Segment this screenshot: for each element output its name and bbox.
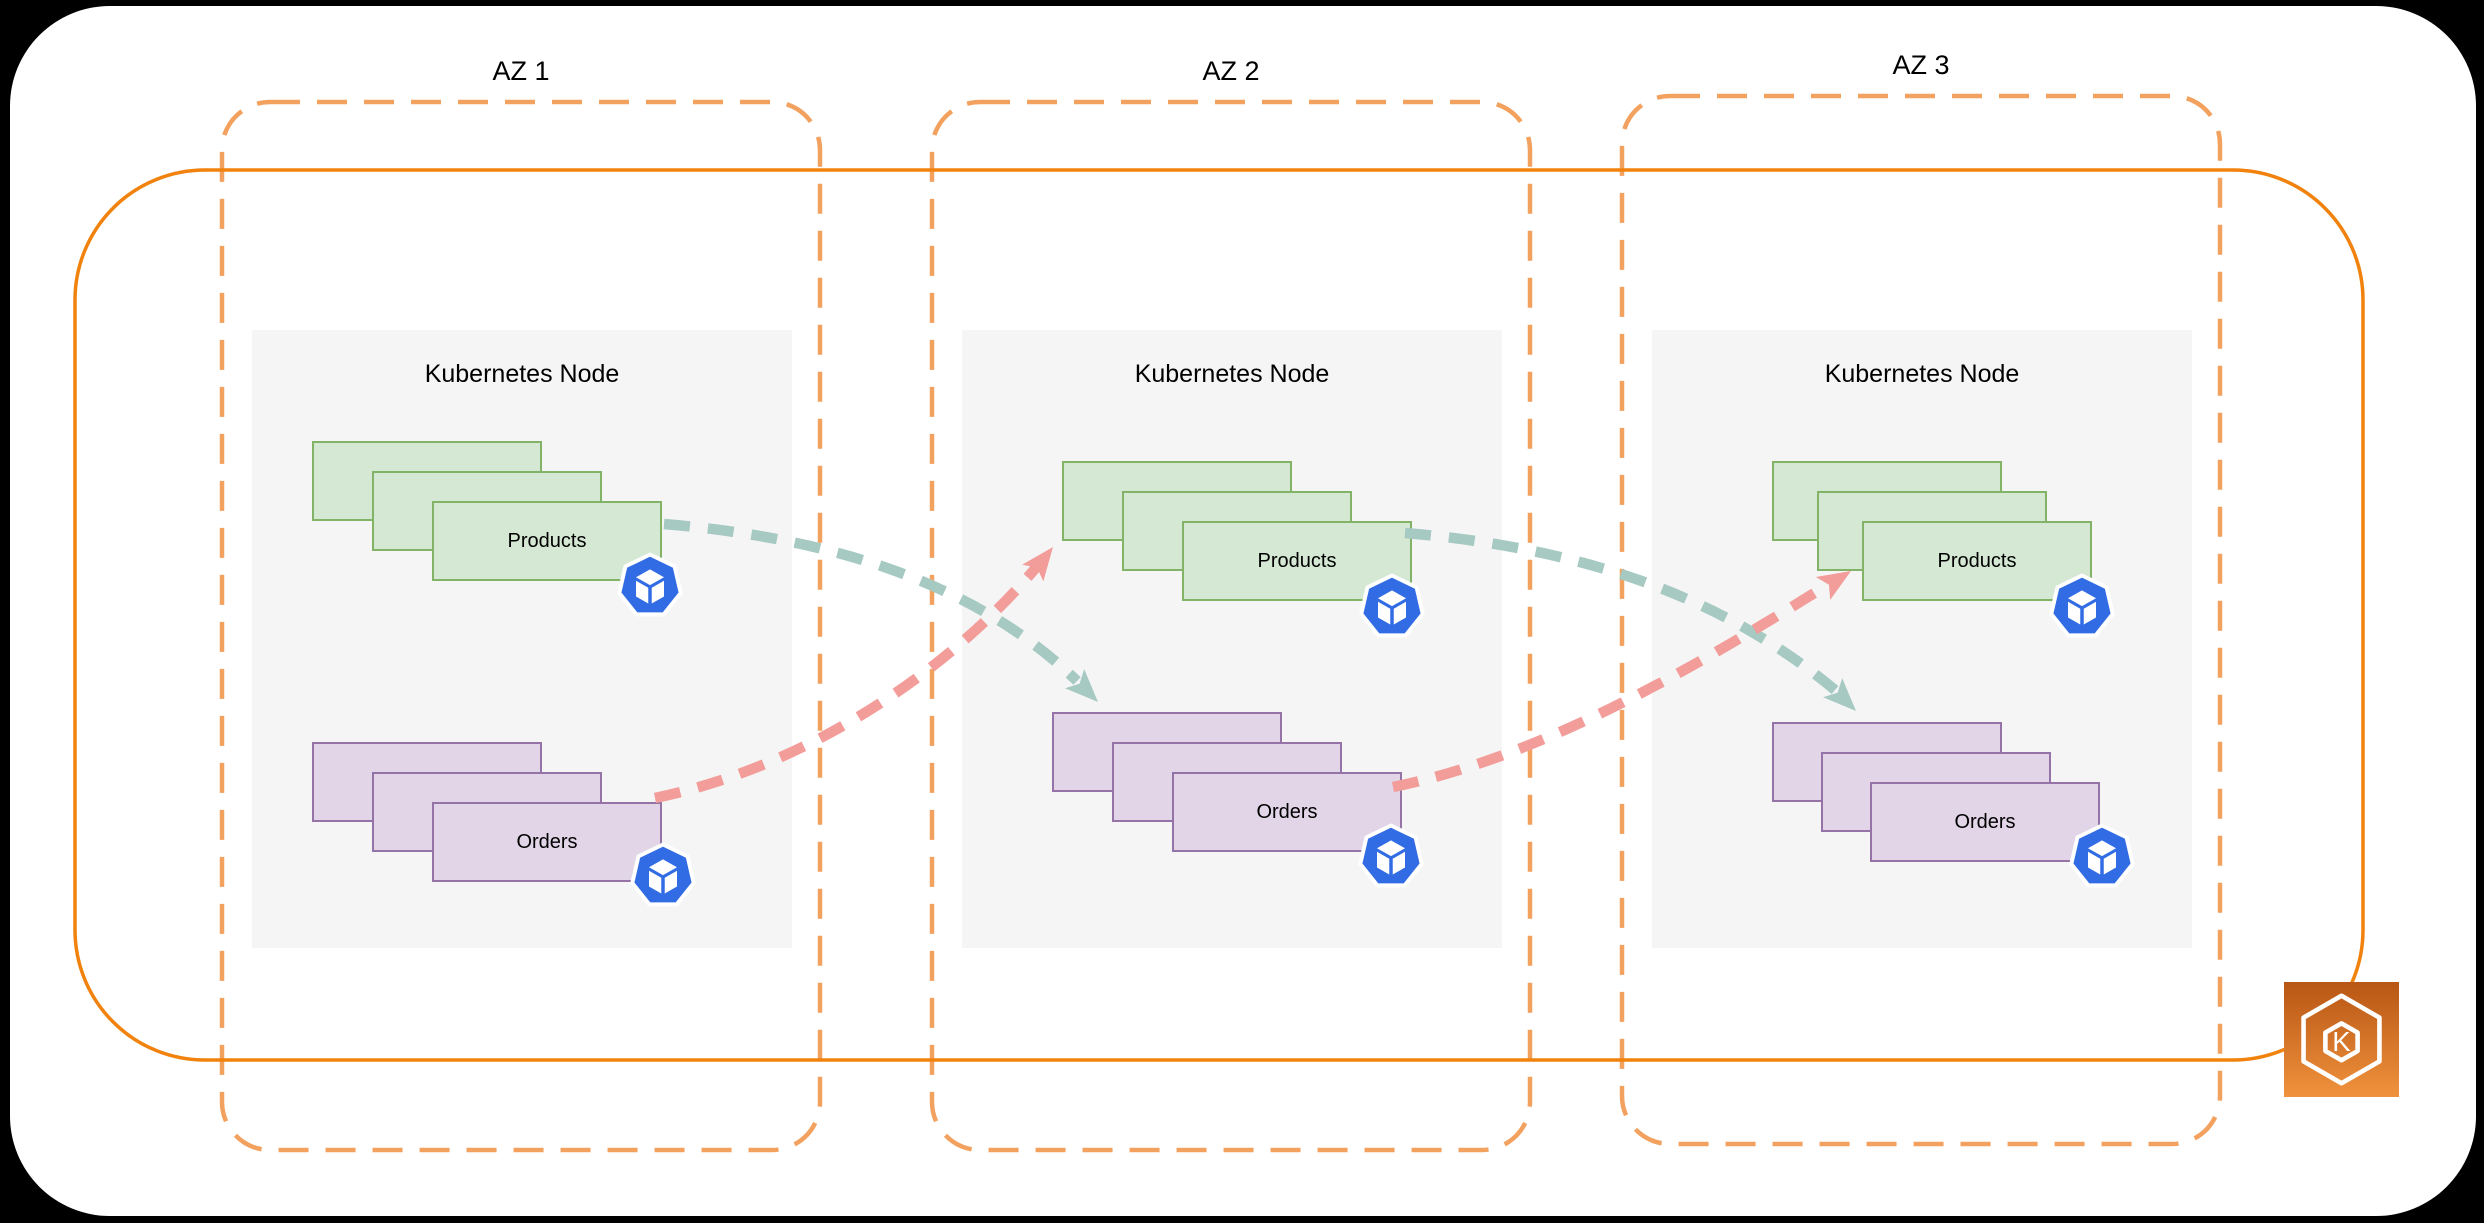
stack-sheet-front: Orders: [1870, 782, 2100, 862]
eks-icon: K: [2284, 982, 2399, 1102]
pod-stack-products-az3: Products: [1772, 461, 2115, 638]
az-label: AZ 3: [1892, 50, 1950, 80]
stack-label: Orders: [1256, 800, 1318, 823]
kubernetes-node-label: Kubernetes Node: [1824, 360, 2020, 388]
pod-stack-orders-az3: Orders: [1772, 722, 2135, 888]
pod-cube-left: [2068, 601, 2081, 625]
eks-outer-hexagon: [2301, 993, 2382, 1086]
pod-cube-left: [636, 580, 649, 604]
kubernetes-pod-icon: [630, 842, 696, 907]
pod-stack-products-az1: Products: [312, 441, 683, 617]
kubernetes-pod-icon: [2069, 823, 2135, 888]
pod-cube-top: [649, 859, 677, 876]
pod-cube-left: [649, 870, 662, 894]
pod-cube-top: [2088, 840, 2116, 857]
pod-cube-right: [2083, 601, 2096, 625]
stack-label: Orders: [1954, 810, 2016, 833]
stack-sheet-front: Orders: [1172, 772, 1402, 852]
kubernetes-pod-icon: [1358, 823, 1424, 888]
eks-icon-graphic: K: [2284, 982, 2399, 1097]
stack-sheet-front: Products: [1862, 521, 2092, 601]
kubernetes-pod-icon: [1359, 573, 1425, 638]
pod-cube-right: [1392, 851, 1405, 875]
pod-stack-orders-az2: Orders: [1052, 712, 1424, 888]
stack-label: Products: [507, 529, 587, 552]
pod-stack-orders-az1: Orders: [312, 742, 696, 907]
pod-cube-right: [664, 870, 677, 894]
stack-label: Orders: [516, 830, 578, 853]
stack-sheet-front: Orders: [432, 802, 662, 882]
kubernetes-pod-icon: [2049, 573, 2115, 638]
pod-cube-left: [2088, 851, 2101, 875]
pod-cube-top: [1377, 840, 1405, 857]
pod-stack-products-az2: Products: [1062, 461, 1425, 638]
pod-cube-left: [1377, 851, 1390, 875]
kubernetes-node-label: Kubernetes Node: [1134, 360, 1330, 388]
eks-icon-letter: K: [2332, 1026, 2351, 1057]
kubernetes-pod-icon: [617, 552, 683, 617]
eks-cluster-boundary: [73, 168, 2365, 1062]
az-label: AZ 1: [492, 56, 550, 86]
eks-inner-hexagon: [2323, 1021, 2360, 1063]
pod-cube-right: [2103, 851, 2116, 875]
stack-label: Products: [1257, 549, 1337, 572]
pod-cube-top: [2068, 590, 2096, 607]
pod-cube-left: [1378, 601, 1391, 625]
az-label: AZ 2: [1202, 56, 1260, 86]
stack-label: Products: [1937, 549, 2017, 572]
kubernetes-node-label: Kubernetes Node: [424, 360, 620, 388]
